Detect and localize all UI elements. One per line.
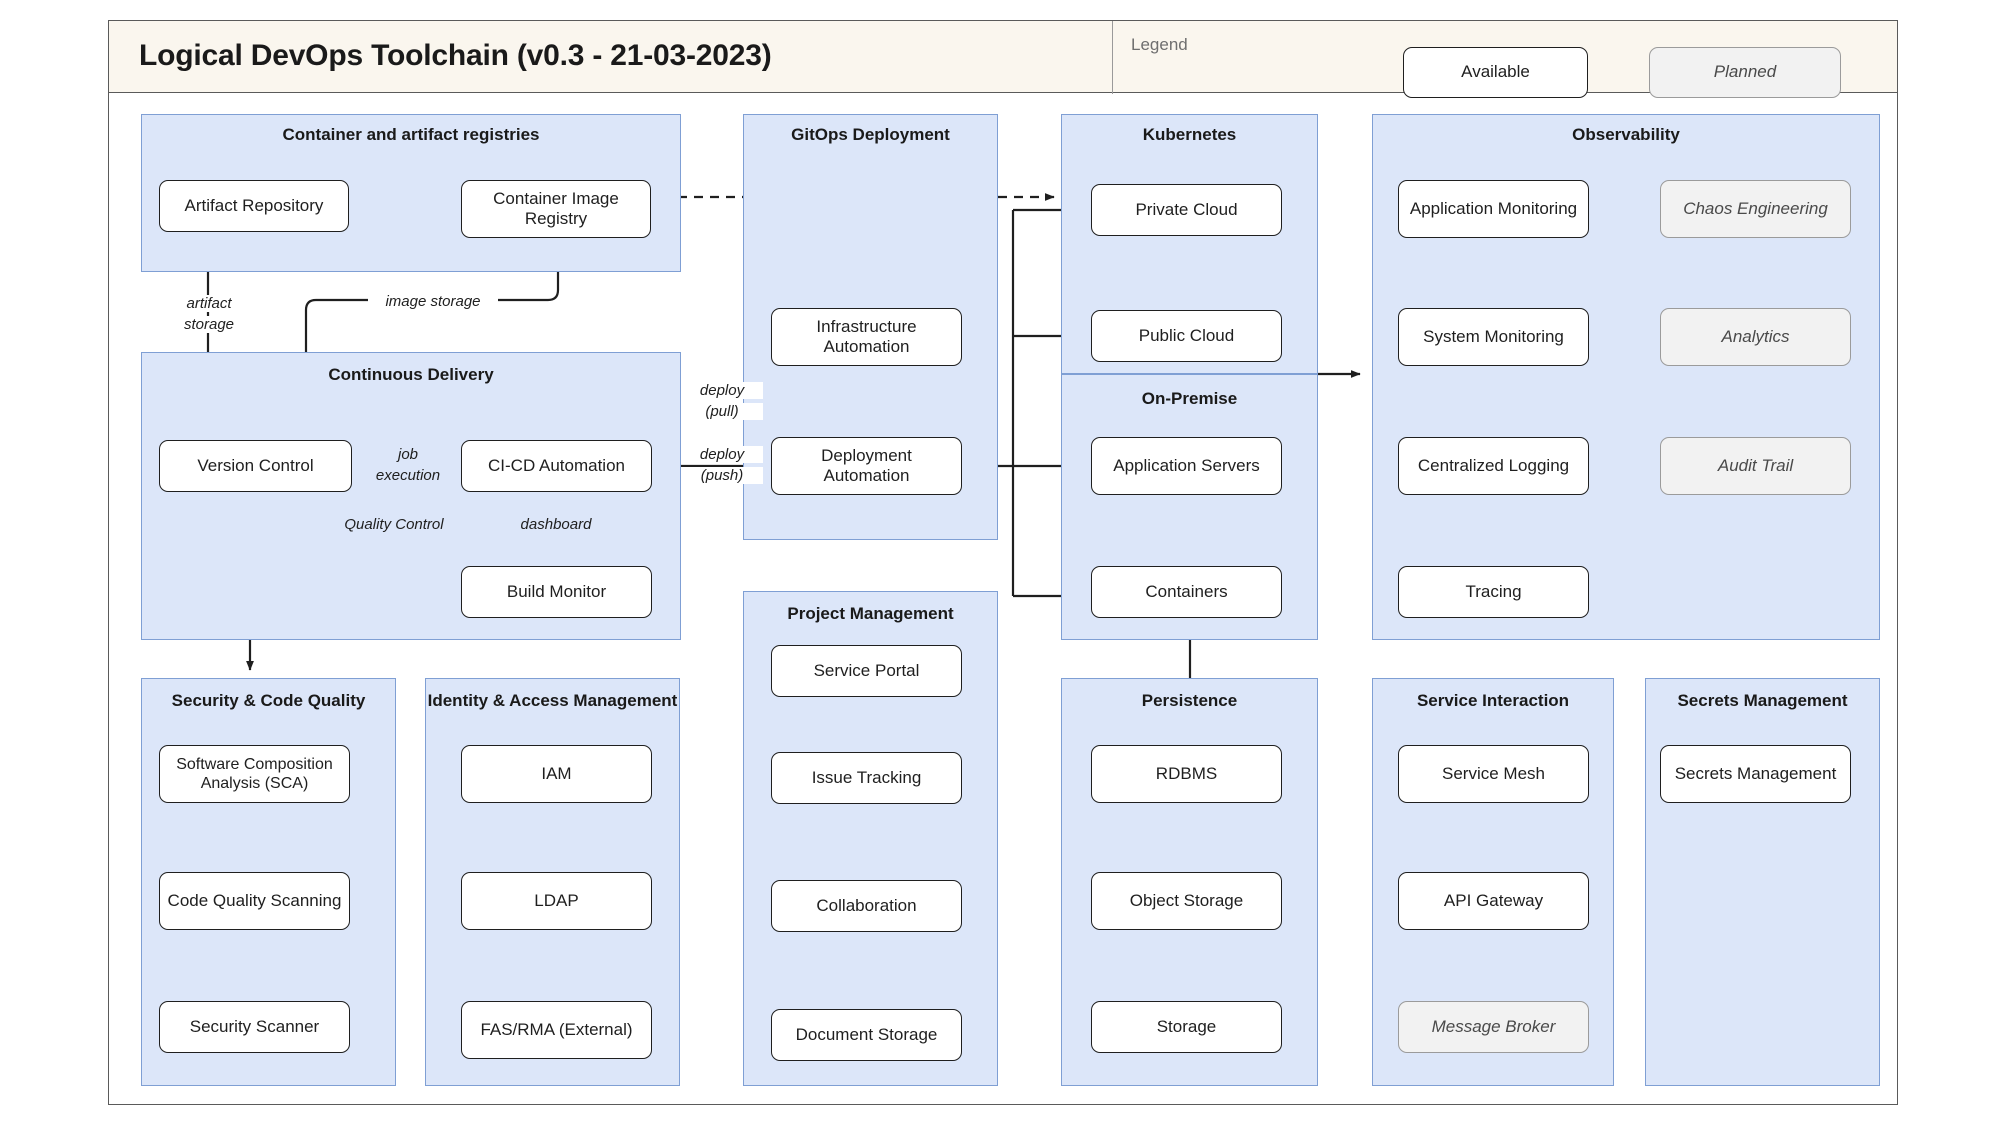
group-title: Persistence — [1141, 691, 1238, 710]
legend-label: Legend — [1131, 35, 1188, 54]
legend-divider — [1112, 21, 1113, 94]
edge-label-job-execution-line1: job — [362, 446, 454, 464]
node-document-storage[interactable]: Document Storage — [771, 1009, 962, 1061]
node-secrets-management[interactable]: Secrets Management — [1660, 745, 1851, 803]
node-code-quality-scanning[interactable]: Code Quality Scanning — [159, 872, 350, 930]
node-collaboration[interactable]: Collaboration — [771, 880, 962, 932]
group-secrets-management: Secrets Management — [1645, 678, 1880, 1086]
edge-label-dashboard: dashboard — [504, 516, 608, 534]
node-message-broker[interactable]: Message Broker — [1398, 1001, 1589, 1053]
node-ci-cd-automation[interactable]: CI-CD Automation — [461, 440, 652, 492]
edge-label-artifact-storage-line2: storage — [170, 316, 248, 334]
node-version-control[interactable]: Version Control — [159, 440, 352, 492]
node-service-mesh[interactable]: Service Mesh — [1398, 745, 1589, 803]
page-title: Logical DevOps Toolchain (v0.3 - 21-03-2… — [139, 39, 772, 72]
group-title: Security & Code Quality — [171, 691, 366, 710]
node-software-composition-analysis[interactable]: Software Composition Analysis (SCA) — [159, 745, 350, 803]
node-issue-tracking[interactable]: Issue Tracking — [771, 752, 962, 804]
node-api-gateway[interactable]: API Gateway — [1398, 872, 1589, 930]
edge-label-deploy-push-line1: deploy — [681, 446, 763, 464]
node-public-cloud[interactable]: Public Cloud — [1091, 310, 1282, 362]
node-rdbms[interactable]: RDBMS — [1091, 745, 1282, 803]
edge-label-image-storage: image storage — [368, 293, 498, 311]
edge-label-deploy-pull-line1: deploy — [681, 382, 763, 400]
node-service-portal[interactable]: Service Portal — [771, 645, 962, 697]
node-private-cloud[interactable]: Private Cloud — [1091, 184, 1282, 236]
group-title: GitOps Deployment — [791, 125, 950, 144]
node-security-scanner[interactable]: Security Scanner — [159, 1001, 350, 1053]
node-audit-trail[interactable]: Audit Trail — [1660, 437, 1851, 495]
group-title: Continuous Delivery — [328, 365, 494, 384]
node-chaos-engineering[interactable]: Chaos Engineering — [1660, 180, 1851, 238]
node-container-image-registry[interactable]: Container Image Registry — [461, 180, 651, 238]
node-artifact-repository[interactable]: Artifact Repository — [159, 180, 349, 232]
edge-label-job-execution-line2: execution — [362, 467, 454, 485]
group-title: Service Interaction — [1416, 691, 1570, 710]
node-infrastructure-automation[interactable]: Infrastructure Automation — [771, 308, 962, 366]
node-object-storage[interactable]: Object Storage — [1091, 872, 1282, 930]
group-title: On-Premise — [1141, 389, 1238, 408]
group-title: Identity & Access Management — [427, 691, 678, 710]
edge-label-deploy-pull-line2: (pull) — [681, 403, 763, 421]
node-analytics[interactable]: Analytics — [1660, 308, 1851, 366]
node-containers[interactable]: Containers — [1091, 566, 1282, 618]
group-title: Container and artifact registries — [282, 125, 540, 144]
node-tracing[interactable]: Tracing — [1398, 566, 1589, 618]
legend-item-available: Available — [1403, 47, 1588, 98]
node-ldap[interactable]: LDAP — [461, 872, 652, 930]
group-title: Kubernetes — [1142, 125, 1237, 144]
node-application-monitoring[interactable]: Application Monitoring — [1398, 180, 1589, 238]
group-title: Project Management — [787, 604, 954, 623]
legend-item-planned: Planned — [1649, 47, 1841, 98]
node-system-monitoring[interactable]: System Monitoring — [1398, 308, 1589, 366]
node-fas-rma-external[interactable]: FAS/RMA (External) — [461, 1001, 652, 1059]
node-build-monitor[interactable]: Build Monitor — [461, 566, 652, 618]
node-deployment-automation[interactable]: Deployment Automation — [771, 437, 962, 495]
node-application-servers[interactable]: Application Servers — [1091, 437, 1282, 495]
edge-label-quality-control: Quality Control — [333, 516, 455, 534]
group-title: Observability — [1572, 125, 1680, 144]
node-storage[interactable]: Storage — [1091, 1001, 1282, 1053]
edge-label-artifact-storage-line1: artifact — [170, 295, 248, 313]
edge-label-deploy-push-line2: (push) — [681, 467, 763, 485]
node-centralized-logging[interactable]: Centralized Logging — [1398, 437, 1589, 495]
group-title: Secrets Management — [1677, 691, 1848, 710]
diagram-header: Logical DevOps Toolchain (v0.3 - 21-03-2… — [108, 20, 1898, 98]
node-iam[interactable]: IAM — [461, 745, 652, 803]
